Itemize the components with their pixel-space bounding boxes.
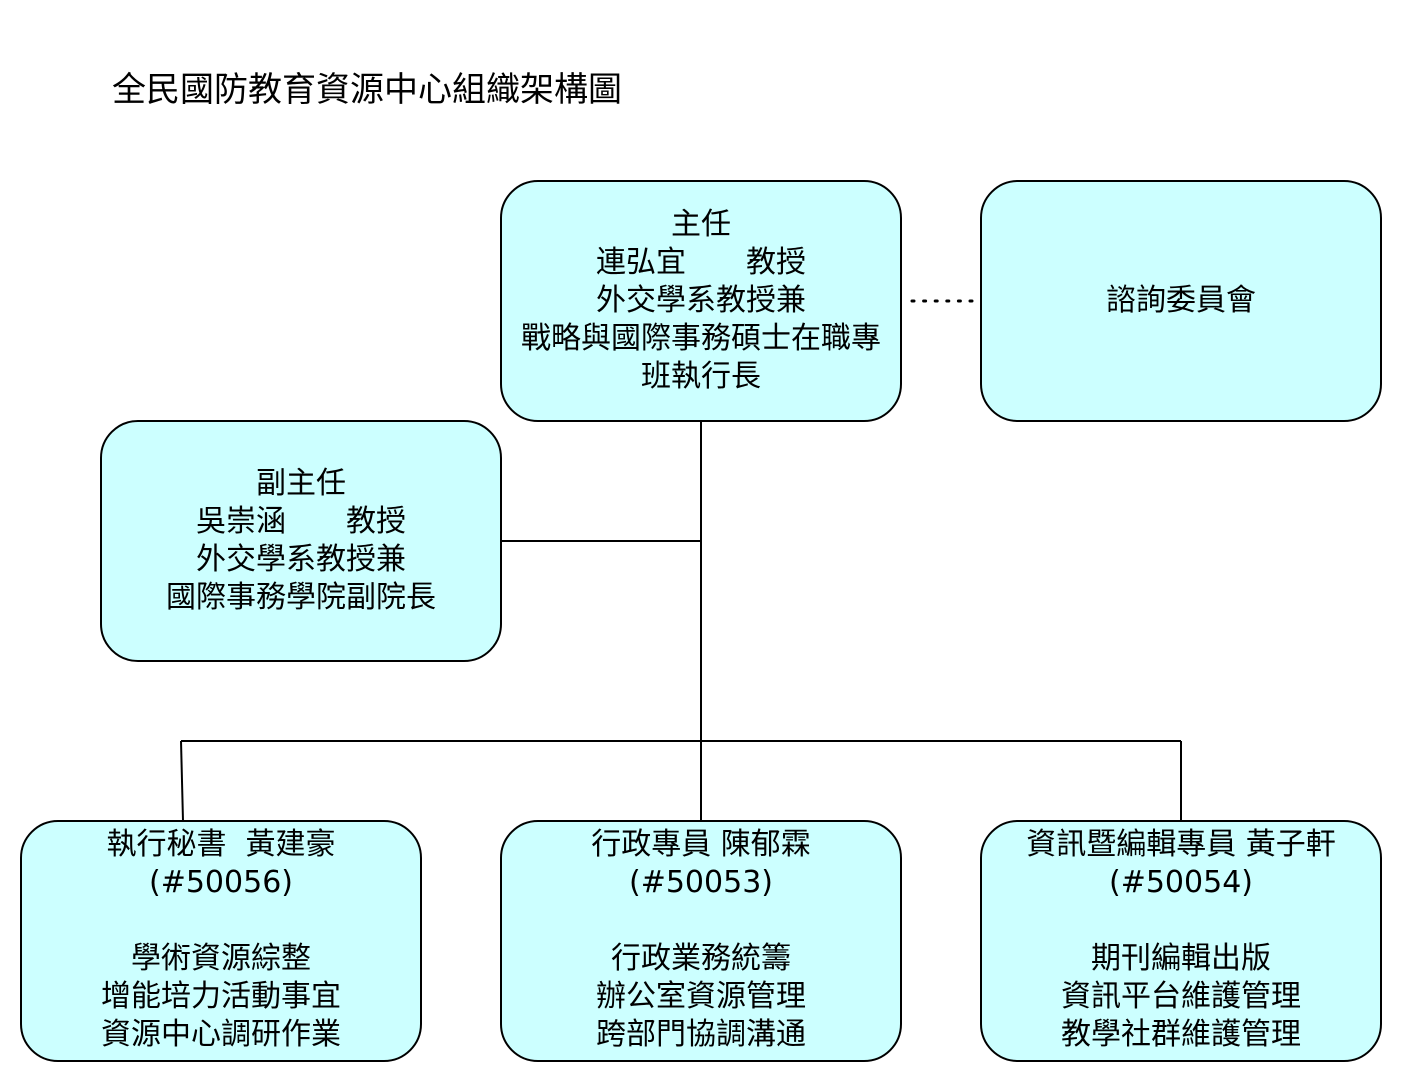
deputy-title-line-2: 國際事務學院副院長 bbox=[166, 580, 436, 615]
director-title-line-2: 戰略與國際事務碩士在職專 bbox=[521, 321, 881, 356]
staff-header: 執行秘書 黃建豪 bbox=[106, 827, 336, 862]
director-title-line-3: 班執行長 bbox=[641, 359, 761, 394]
staff-header: 資訊暨編輯專員 黃子軒 bbox=[1026, 827, 1336, 862]
staff-extension: (#50053) bbox=[629, 865, 773, 900]
staff-extension: (#50056) bbox=[149, 865, 293, 900]
staff-1-drop-line bbox=[180, 740, 184, 822]
deputy-title-line-1: 外交學系教授兼 bbox=[196, 542, 406, 577]
staff-duty: 資源中心調研作業 bbox=[101, 1017, 341, 1052]
advisory-committee-box: 諮詢委員會 bbox=[980, 180, 1382, 422]
director-title-line-1: 外交學系教授兼 bbox=[596, 283, 806, 318]
staff-header: 行政專員 陳郁霖 bbox=[591, 827, 811, 862]
director-role: 主任 bbox=[671, 207, 731, 242]
director-box: 主任 連弘宜 教授 外交學系教授兼 戰略與國際事務碩士在職專 班執行長 bbox=[500, 180, 902, 422]
deputy-director-box: 副主任 吳崇涵 教授 外交學系教授兼 國際事務學院副院長 bbox=[100, 420, 502, 662]
director-name: 連弘宜 教授 bbox=[596, 245, 806, 280]
deputy-name: 吳崇涵 教授 bbox=[196, 504, 406, 539]
staff-duty: 辦公室資源管理 bbox=[596, 979, 806, 1014]
staff-extension: (#50054) bbox=[1109, 865, 1253, 900]
staff-duty: 學術資源綜整 bbox=[131, 941, 311, 976]
chart-title: 全民國防教育資源中心組織架構圖 bbox=[112, 70, 622, 110]
staff-duty: 資訊平台維護管理 bbox=[1061, 979, 1301, 1014]
staff-duty: 行政業務統籌 bbox=[611, 941, 791, 976]
advisory-label: 諮詢委員會 bbox=[1106, 283, 1256, 318]
staff-box-information-editor: 資訊暨編輯專員 黃子軒 (#50054) 期刊編輯出版 資訊平台維護管理 教學社… bbox=[980, 820, 1382, 1062]
staff-box-executive-secretary: 執行秘書 黃建豪 (#50056) 學術資源綜整 增能培力活動事宜 資源中心調研… bbox=[20, 820, 422, 1062]
deputy-role: 副主任 bbox=[256, 466, 346, 501]
staff-duty: 教學社群維護管理 bbox=[1061, 1017, 1301, 1052]
staff-duty: 跨部門協調溝通 bbox=[596, 1017, 806, 1052]
staff-box-administrative-officer: 行政專員 陳郁霖 (#50053) 行政業務統籌 辦公室資源管理 跨部門協調溝通 bbox=[500, 820, 902, 1062]
staff-duty: 期刊編輯出版 bbox=[1091, 941, 1271, 976]
staff-duty: 增能培力活動事宜 bbox=[101, 979, 341, 1014]
